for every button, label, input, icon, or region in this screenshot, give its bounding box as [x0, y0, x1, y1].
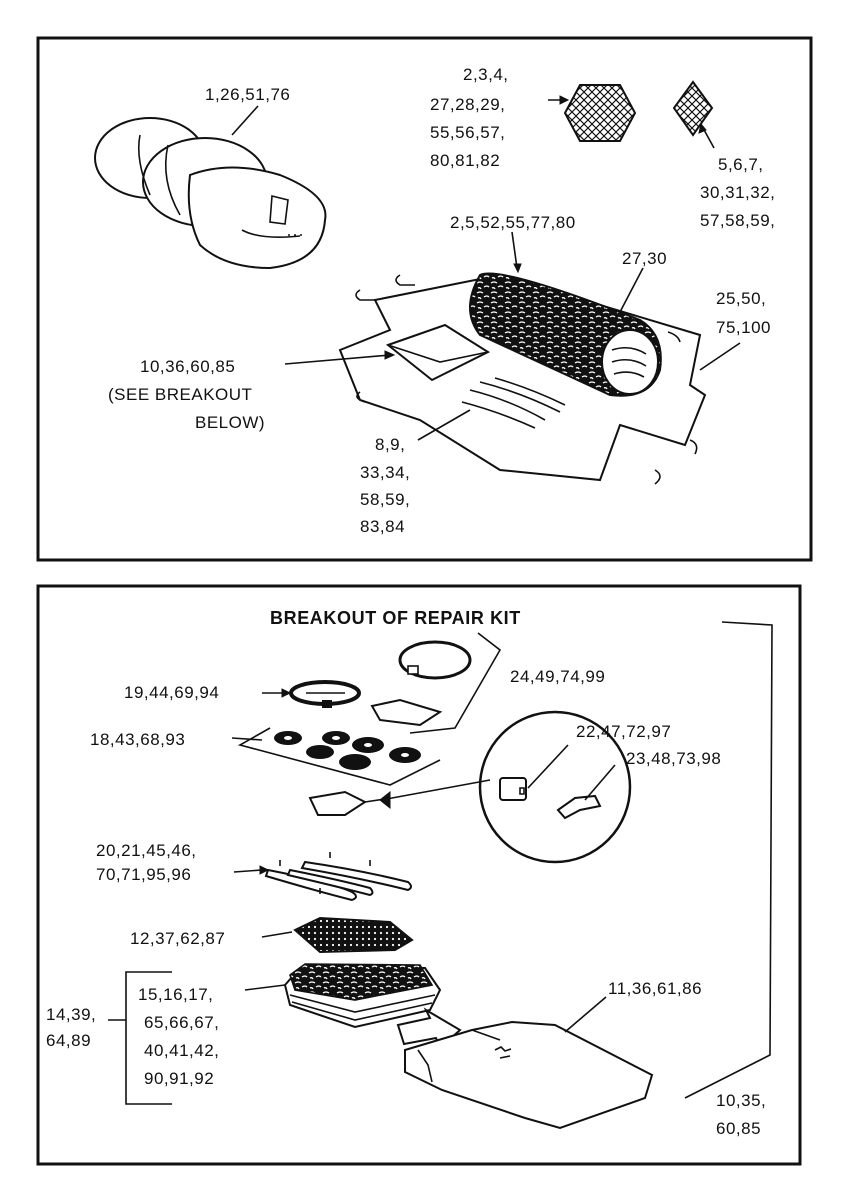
ground-pad-drawing: [338, 272, 707, 485]
callout-pins-1: 20,21,45,46,: [96, 841, 197, 860]
callout-sheets-left-2: 64,89: [46, 1031, 91, 1050]
callout-sheets-left-1: 14,39,: [46, 1005, 96, 1024]
callout-diamond-patch-1: 5,6,7,: [718, 155, 764, 174]
callout-rolled-item: 2,5,52,55,77,80: [450, 213, 576, 232]
hex-patch-drawing: [563, 84, 637, 142]
callout-repair-kit-1: 10,36,60,85: [140, 357, 235, 376]
callout-stakes-4: 83,84: [360, 517, 405, 536]
callout-stakes-1: 8,9,: [375, 435, 405, 454]
callout-sheets-right-3: 40,41,42,: [144, 1041, 219, 1060]
callout-mesh: 12,37,62,87: [130, 929, 225, 948]
callout-stakes-2: 33,34,: [360, 463, 410, 482]
callout-bag: 11,36,61,86: [608, 979, 702, 998]
bottom-leader-lines: [108, 688, 607, 1105]
clamp-drawing: [370, 632, 502, 734]
diamond-patch-drawing: [672, 80, 714, 137]
callout-pad-2: 75,100: [716, 318, 771, 337]
washers-drawing: [237, 727, 441, 786]
top-panel-border: [36, 36, 813, 562]
callout-pins-2: 70,71,95,96: [96, 865, 191, 884]
callout-kit-total-1: 10,35,: [716, 1091, 766, 1110]
detail-circle-drawing: [478, 710, 632, 864]
callout-ring: 19,44,69,94: [124, 683, 219, 702]
callout-stakes-3: 58,59,: [360, 490, 410, 509]
callout-hex-patch-3: 55,56,57,: [430, 123, 505, 142]
callout-sheets-right-4: 90,91,92: [144, 1069, 214, 1088]
callout-diamond-patch-2: 30,31,32,: [700, 183, 775, 202]
valve-block-drawing: [308, 779, 491, 816]
callout-repair-kit-2: (SEE BREAKOUT: [108, 385, 252, 404]
callout-hex-patch-4: 80,81,82: [430, 151, 500, 170]
callout-repair-kit-3: BELOW): [195, 413, 265, 432]
callout-diamond-patch-3: 57,58,59,: [700, 211, 775, 230]
sheet-stack-drawing: [283, 963, 442, 1029]
breakout-title: BREAKOUT OF REPAIR KIT: [270, 608, 521, 628]
pins-drawing: [264, 852, 412, 902]
callout-sheets-right-1: 15,16,17,: [138, 985, 213, 1004]
callout-hex-patch-2: 27,28,29,: [430, 95, 505, 114]
rolled-bundle-drawing: [94, 117, 327, 270]
mesh-bundle-drawing: [293, 916, 414, 954]
ring-drawing: [289, 680, 361, 708]
callout-hex-patch-1: 2,3,4,: [463, 65, 509, 84]
callout-clip: 23,48,73,98: [626, 749, 721, 768]
callout-bundle: 1,26,51,76: [205, 85, 290, 104]
bottom-panel: BREAKOUT OF REPAIR KIT: [36, 584, 802, 1166]
kit-total-bracket: [684, 621, 773, 1099]
callout-sheets-right-2: 65,66,67,: [144, 1013, 219, 1032]
top-leader-lines: [231, 95, 741, 441]
callout-roll-strap: 27,30: [622, 249, 667, 268]
callout-kit-total-2: 60,85: [716, 1119, 761, 1138]
callout-washers: 18,43,68,93: [90, 730, 185, 749]
top-panel: 1,26,51,76 2,3,4, 27,28,29, 55,56,57, 80…: [36, 36, 813, 562]
callout-valve-block: 22,47,72,97: [576, 722, 671, 741]
kit-bag-drawing: [404, 1020, 654, 1130]
callout-clamp-and-patch: 24,49,74,99: [510, 667, 605, 686]
bottom-panel-border: [36, 584, 802, 1166]
callout-pad-1: 25,50,: [716, 289, 766, 308]
